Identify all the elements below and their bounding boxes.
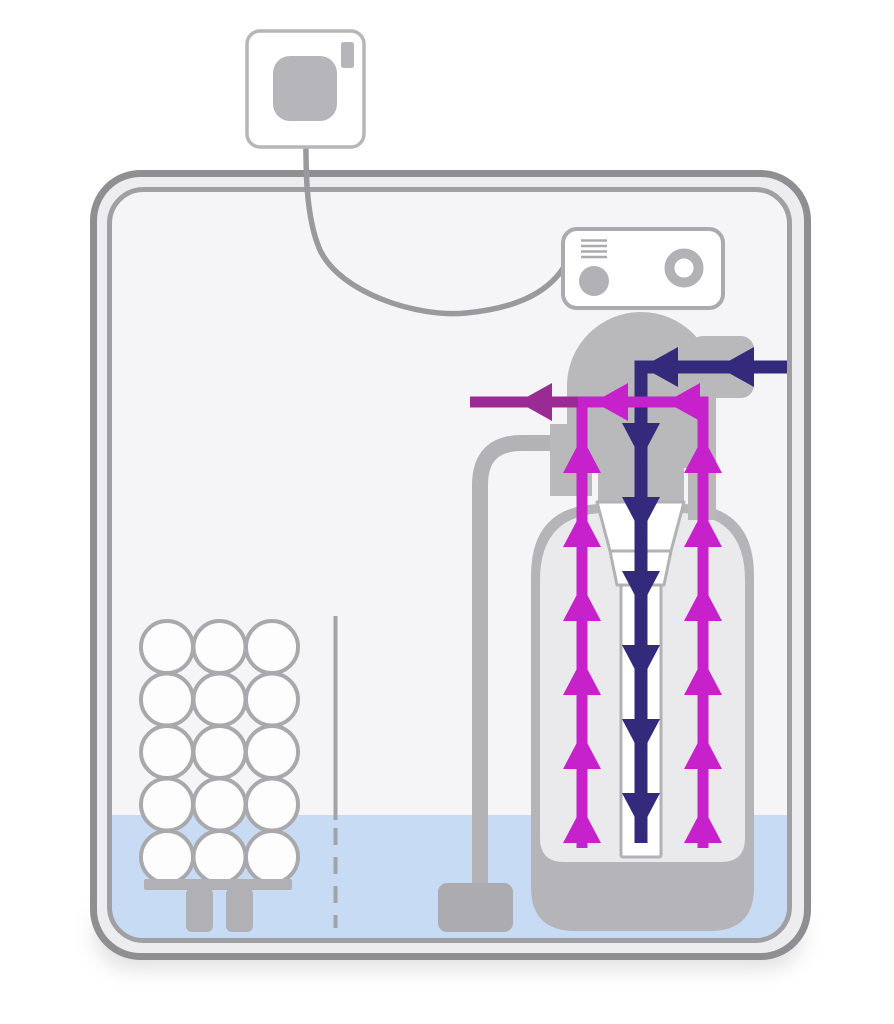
riser-up-arrowhead (563, 807, 601, 843)
inlet-down-arrowhead (622, 793, 660, 829)
salt-pellet (139, 829, 195, 885)
riser-up-arrowhead (563, 437, 601, 473)
salt-platform-top (144, 879, 292, 890)
inlet-down-arrowhead (622, 719, 660, 755)
riser-flow (563, 383, 722, 848)
riser-up-arrowhead (684, 733, 722, 769)
salt-pellet (139, 619, 195, 675)
panel-dial (664, 248, 704, 288)
riser-up-arrowhead (684, 437, 722, 473)
outlet-switch (341, 42, 354, 68)
salt-pellet (191, 619, 248, 675)
riser-up-arrowhead (684, 807, 722, 843)
riser-up-arrowhead (563, 659, 601, 695)
salt-platform-leg (226, 888, 253, 932)
riser-up-arrowhead (684, 659, 722, 695)
power-cable (303, 97, 567, 317)
control-panel (561, 227, 725, 310)
inlet-down-arrowhead (622, 571, 660, 607)
salt-pellet (191, 724, 248, 780)
riser-up-arrowhead (684, 585, 722, 621)
inlet-down-arrowhead (622, 645, 660, 681)
brine-pipe-foot (438, 883, 513, 932)
salt-pellet (191, 671, 248, 728)
salt-pellet (191, 776, 248, 833)
power-plug (273, 56, 337, 121)
riser-left-arrowhead (666, 383, 700, 421)
salt-pellet (139, 671, 195, 728)
inlet-down-arrowhead (622, 497, 660, 533)
riser-left-arrowhead (594, 383, 628, 421)
riser-up-arrowhead (684, 511, 722, 547)
outlet-left-arrowhead (518, 383, 552, 421)
salt-pellet (139, 724, 195, 780)
salt-pellet (244, 776, 300, 833)
salt-platform (144, 879, 292, 932)
riser-up-arrowhead (563, 511, 601, 547)
salt-platform-leg (186, 888, 213, 932)
inlet-left-arrowhead (718, 347, 754, 387)
salt-pellet (244, 619, 300, 675)
riser-up-arrowhead (563, 733, 601, 769)
inlet-flow (622, 347, 787, 843)
salt-pellet (244, 829, 300, 885)
salt-pellet (244, 671, 300, 728)
inlet-left-arrowhead (642, 347, 678, 387)
salt-pellet (139, 776, 195, 833)
brine-pipe (472, 435, 566, 888)
panel-button (579, 266, 609, 296)
salt-pellet (244, 724, 300, 780)
riser-up-arrowhead (563, 585, 601, 621)
power-outlet (245, 29, 366, 149)
outlet-flow (470, 383, 578, 421)
salt-pellets (139, 619, 300, 885)
panel-indicator-lines (581, 239, 607, 259)
inlet-down-arrowhead (622, 423, 660, 459)
salt-pellet (191, 829, 248, 885)
